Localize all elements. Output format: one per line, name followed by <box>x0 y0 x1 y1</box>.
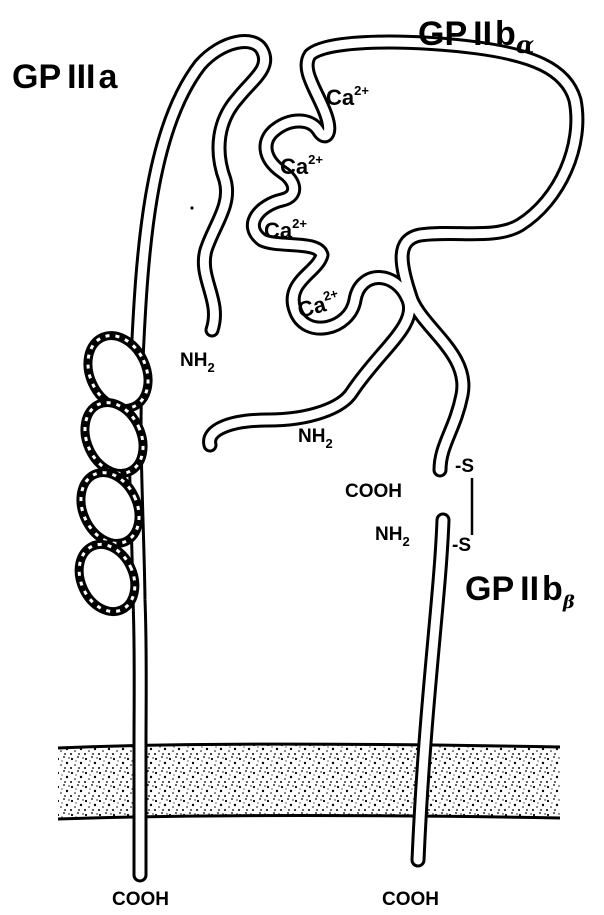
gp2b-alpha-chain <box>210 42 577 470</box>
gp2b-beta-cooh-terminus: COOH <box>382 889 439 910</box>
calcium-site-label-1: Ca2+ <box>326 83 369 110</box>
gp3a-cooh-terminus: COOH <box>112 889 169 910</box>
gp2b-alpha-nh2-terminus: NH2 <box>298 426 333 451</box>
disulfide-sulfur-beta: -S <box>452 535 471 556</box>
gp2b-alpha-cooh-terminus: COOH <box>345 481 402 502</box>
calcium-site-label-2: Ca2+ <box>280 152 323 179</box>
gp3a-nh2-terminus: NH2 <box>180 350 215 375</box>
disulfide-sulfur-alpha: -S <box>455 456 474 477</box>
gp2b-beta-nh2-terminus: NH2 <box>375 524 410 549</box>
speck-mark <box>190 206 193 209</box>
